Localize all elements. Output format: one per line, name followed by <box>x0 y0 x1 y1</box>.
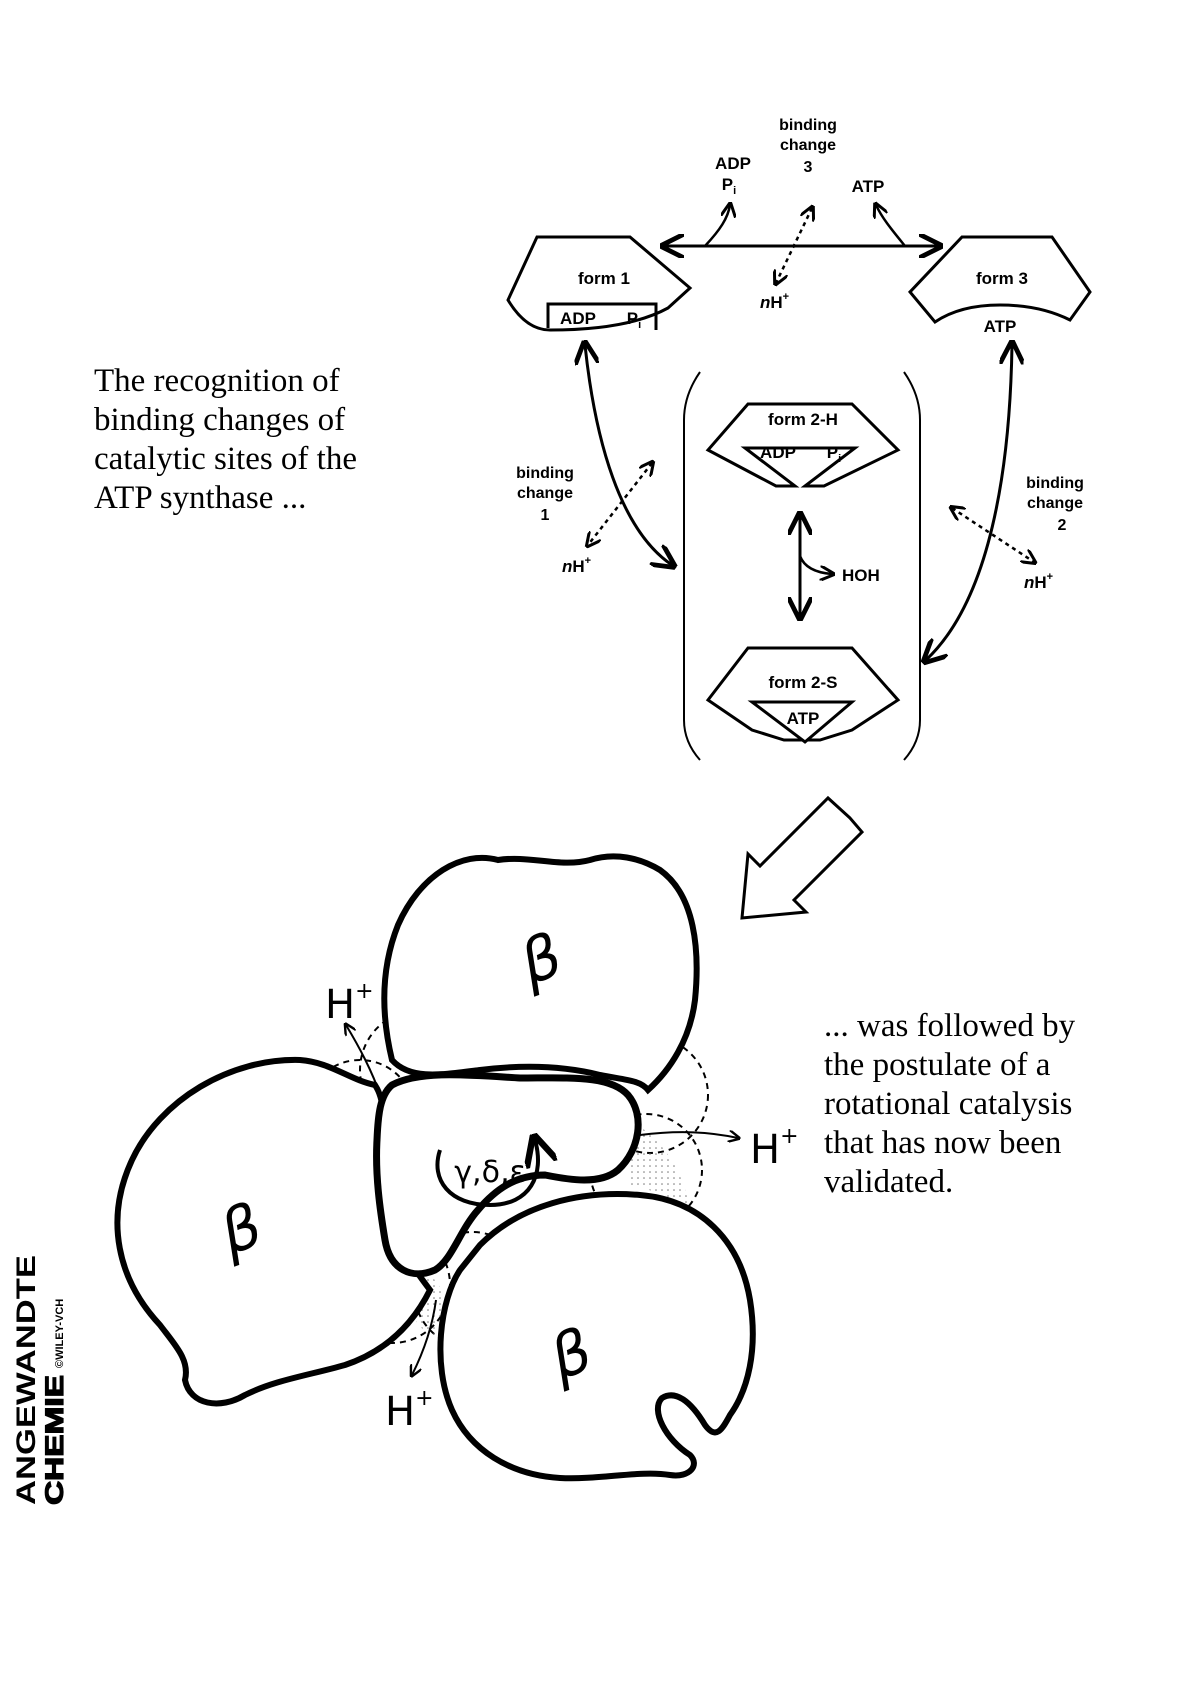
journal-name: ANGEWANDTE <box>11 1255 41 1505</box>
stipple-right <box>628 1120 690 1210</box>
svg-text:form 3: form 3 <box>976 269 1028 288</box>
binding-change-1-label: binding change 1 <box>516 465 574 524</box>
bracket-left <box>683 371 701 761</box>
svg-text:1: 1 <box>541 507 550 524</box>
journal-copyright: ©WILEY-VCH <box>54 1299 66 1368</box>
svg-text:3: 3 <box>804 159 813 176</box>
beta-subunit-top <box>381 853 700 1095</box>
intro-line-4: ATP synthase ... <box>94 480 307 516</box>
svg-text:ATP: ATP <box>984 317 1017 336</box>
svg-text:2: 2 <box>1058 517 1067 534</box>
svg-text:Pi: Pi <box>627 309 641 331</box>
form-1: form 1 ADP Pi <box>506 235 693 332</box>
svg-text:binding: binding <box>779 117 837 134</box>
beta-subunit-bottom <box>437 1191 756 1482</box>
top-product-label: ATP <box>852 177 885 196</box>
outro-line-4: that has now been <box>824 1125 1062 1161</box>
proton-exit-top <box>346 1025 383 1101</box>
form-3: form 3 ATP <box>907 235 1092 336</box>
transition-arrow <box>740 795 865 920</box>
svg-text:form 1: form 1 <box>578 269 630 288</box>
form-2-S: form 2-S ATP <box>705 646 901 744</box>
svg-text:Pi: Pi <box>827 443 841 465</box>
binding-change-2-label: binding change 2 <box>1026 475 1084 534</box>
form-2-H: form 2-H ADP Pi <box>705 402 901 488</box>
outro-line-3: rotational catalysis <box>824 1086 1073 1122</box>
outro-line-2: the postulate of a <box>824 1047 1051 1083</box>
proton-exit-right <box>639 1132 738 1138</box>
rotation-arrow <box>435 1140 538 1208</box>
arrow-form1-form2 <box>585 345 672 565</box>
intro-line-3: catalytic sites of the <box>94 441 357 477</box>
proton-right-label: H+ <box>750 1124 799 1173</box>
rotary-sketch: γ,δ,ε β β β H+ H+ H+ <box>114 853 799 1482</box>
proton-arrow-3 <box>776 208 812 283</box>
proton-exit-bottom <box>412 1299 437 1375</box>
proton-arrow-2 <box>952 508 1034 562</box>
proton-arrow-1 <box>588 463 652 545</box>
arrow-substrate-in <box>704 205 730 247</box>
arrow-product-out <box>876 205 906 247</box>
svg-text:binding: binding <box>1026 475 1084 492</box>
bracket-right <box>903 371 921 761</box>
svg-text:ADP: ADP <box>560 309 596 328</box>
proton-bottom-label: H+ <box>385 1386 434 1435</box>
outro-caption: ... was followed by the postulate of a r… <box>824 1007 1124 1202</box>
svg-text:Pi: Pi <box>722 175 736 197</box>
center-subunits-label: γ,δ,ε <box>454 1155 525 1190</box>
arrow-form3-form2 <box>926 345 1012 660</box>
svg-text:ADP: ADP <box>760 443 796 462</box>
intro-line-1: The recognition of <box>94 363 340 399</box>
svg-text:change: change <box>1027 495 1083 512</box>
central-stalk <box>373 1071 642 1278</box>
intro-line-2: binding changes of <box>94 402 346 438</box>
outro-line-5: validated. <box>824 1164 954 1200</box>
proton-label-3: nH+ <box>760 291 789 312</box>
journal-logo: ANGEWANDTE CHEMIE ©WILEY-VCH <box>11 1255 70 1506</box>
svg-text:form 2-H: form 2-H <box>768 410 838 429</box>
proton-top-label: H+ <box>325 979 374 1028</box>
top-substrate-label: ADP Pi <box>715 154 751 197</box>
journal-subtitle: CHEMIE <box>41 1375 69 1505</box>
proton-label-1: nH+ <box>562 555 591 576</box>
svg-text:change: change <box>780 137 836 154</box>
water-label: HOH <box>842 566 880 585</box>
proton-label-2: nH+ <box>1024 571 1053 592</box>
svg-text:binding: binding <box>516 465 574 482</box>
arrow-water-out <box>798 555 832 574</box>
svg-text:change: change <box>517 485 573 502</box>
binding-change-3-label: binding change 3 <box>779 117 837 176</box>
svg-text:ADP: ADP <box>715 154 751 173</box>
svg-text:form 2-S: form 2-S <box>769 673 838 692</box>
intro-caption: The recognition of binding changes of ca… <box>94 362 424 518</box>
outro-line-1: ... was followed by <box>824 1008 1076 1044</box>
svg-text:ATP: ATP <box>787 709 820 728</box>
binding-change-scheme: binding change 3 ADP Pi ATP nH+ form 1 A… <box>506 117 1092 761</box>
